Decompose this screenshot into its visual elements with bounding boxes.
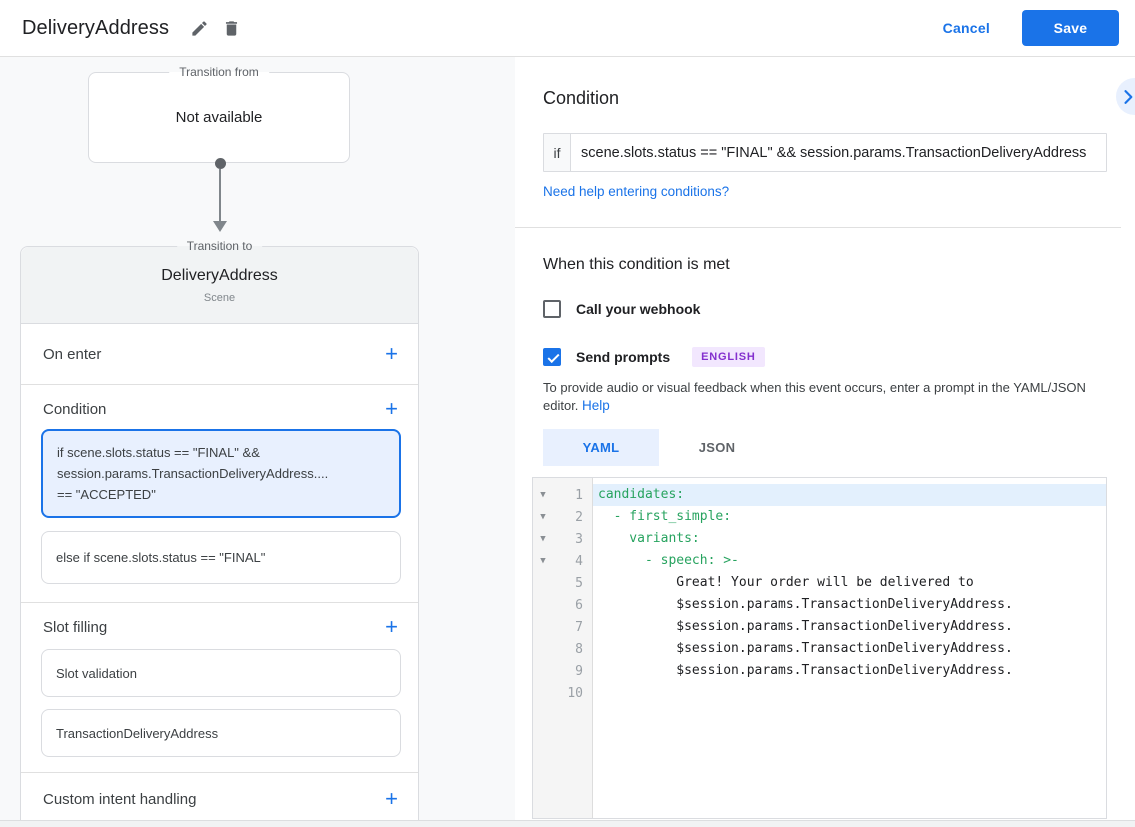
- condition-met-title: When this condition is met: [543, 256, 730, 273]
- fold-arrow-icon[interactable]: ▼: [540, 556, 546, 566]
- on-enter-row[interactable]: On enter +: [21, 324, 418, 384]
- gutter-line: 7: [533, 616, 592, 638]
- if-prefix: if: [544, 134, 571, 171]
- code-line[interactable]: Great! Your order will be delivered to: [598, 575, 974, 590]
- code-line[interactable]: candidates:: [593, 484, 1106, 506]
- flow-panel: Transition from Not available Transition…: [0, 57, 515, 827]
- gutter-line: ▼2: [533, 506, 592, 528]
- gutter-line: 6: [533, 594, 592, 616]
- line-number: 5: [575, 575, 583, 591]
- condition-expression-input[interactable]: scene.slots.status == "FINAL" && session…: [581, 144, 1087, 161]
- slot-validation-item[interactable]: Slot validation: [41, 649, 401, 697]
- line-number: 10: [567, 685, 583, 701]
- call-webhook-label: Call your webhook: [576, 301, 701, 317]
- condition-section: Condition + if scene.slots.status == "FI…: [21, 384, 418, 602]
- line-number: 1: [575, 487, 583, 503]
- help-link[interactable]: Help: [582, 398, 610, 413]
- add-custom-intent-button[interactable]: +: [381, 788, 402, 810]
- delete-scene-button[interactable]: [215, 12, 247, 44]
- fold-arrow-icon[interactable]: ▼: [540, 490, 546, 500]
- add-on-enter-button[interactable]: +: [381, 343, 402, 365]
- code-line[interactable]: variants:: [598, 531, 700, 546]
- code-line[interactable]: [593, 682, 1106, 704]
- call-webhook-checkbox[interactable]: [543, 300, 561, 318]
- condition-expression-row: if scene.slots.status == "FINAL" && sess…: [543, 133, 1107, 172]
- save-button[interactable]: Save: [1022, 10, 1119, 46]
- gutter-line: ▼4: [533, 550, 592, 572]
- scene-card-header: DeliveryAddress Scene: [21, 247, 418, 324]
- gutter-line: ▼1: [533, 484, 592, 506]
- section-divider: [515, 227, 1121, 228]
- bottom-strip: [0, 820, 1135, 827]
- prompt-description-text: To provide audio or visual feedback when…: [543, 380, 1086, 413]
- trash-icon: [222, 19, 241, 38]
- condition-panel-title: Condition: [543, 88, 620, 108]
- gutter-line: 8: [533, 638, 592, 660]
- fold-arrow-icon[interactable]: ▼: [540, 534, 546, 544]
- fold-arrow-icon[interactable]: ▼: [540, 512, 546, 522]
- transition-to-label: Transition to: [176, 239, 263, 253]
- transition-arrow: [213, 158, 227, 232]
- editor-tabs: YAML JSON: [543, 429, 1121, 466]
- tab-json[interactable]: JSON: [698, 440, 736, 455]
- line-number: 9: [575, 663, 583, 679]
- prompt-description: To provide audio or visual feedback when…: [543, 379, 1098, 415]
- code-line[interactable]: $session.params.TransactionDeliveryAddre…: [598, 619, 1013, 634]
- add-slot-button[interactable]: +: [381, 616, 402, 638]
- send-prompts-label: Send prompts: [576, 349, 671, 365]
- slot-filling-label: Slot filling: [43, 618, 108, 636]
- condition-detail-panel: Condition if scene.slots.status == "FINA…: [515, 57, 1135, 827]
- transition-from-label: Transition from: [169, 65, 269, 79]
- top-bar: DeliveryAddress Cancel Save: [0, 0, 1135, 57]
- line-number: 8: [575, 641, 583, 657]
- line-number: 2: [575, 509, 583, 525]
- arrow-line: [219, 169, 221, 221]
- custom-intent-row[interactable]: Custom intent handling +: [21, 772, 418, 825]
- scene-card: Transition to DeliveryAddress Scene On e…: [20, 239, 419, 825]
- code-line[interactable]: $session.params.TransactionDeliveryAddre…: [598, 597, 1013, 612]
- slot-filling-section: Slot filling + Slot validation Transacti…: [21, 602, 418, 772]
- send-prompts-row[interactable]: Send prompts ENGLISH: [543, 347, 765, 367]
- code-line[interactable]: $session.params.TransactionDeliveryAddre…: [598, 641, 1013, 656]
- line-number: 4: [575, 553, 583, 569]
- arrow-head-icon: [213, 221, 227, 232]
- code-line[interactable]: $session.params.TransactionDeliveryAddre…: [598, 663, 1013, 678]
- condition-item-else[interactable]: else if scene.slots.status == "FINAL": [41, 531, 401, 584]
- line-number: 3: [575, 531, 583, 547]
- add-condition-button[interactable]: +: [381, 398, 402, 420]
- chevron-right-icon: [1118, 87, 1135, 107]
- custom-intent-label: Custom intent handling: [43, 790, 197, 808]
- scene-type: Scene: [203, 292, 236, 304]
- condition-help-link[interactable]: Need help entering conditions?: [543, 184, 730, 199]
- line-number: 7: [575, 619, 583, 635]
- condition-item-selected[interactable]: if scene.slots.status == "FINAL" && sess…: [41, 429, 401, 518]
- cancel-button[interactable]: Cancel: [942, 20, 990, 36]
- arrow-origin-dot: [214, 158, 226, 169]
- code-line[interactable]: - first_simple:: [598, 509, 732, 524]
- gutter-line: 10: [533, 682, 592, 704]
- slot-transaction-delivery-address-item[interactable]: TransactionDeliveryAddress: [41, 709, 401, 757]
- on-enter-label: On enter: [43, 345, 102, 363]
- editor-code-area[interactable]: candidates: - first_simple: variants: - …: [593, 478, 1106, 818]
- edit-scene-button[interactable]: [183, 12, 215, 44]
- scene-name: DeliveryAddress: [161, 267, 278, 284]
- send-prompts-checkbox[interactable]: [543, 348, 561, 366]
- gutter-line: 9: [533, 660, 592, 682]
- gutter-line: 5: [533, 572, 592, 594]
- language-badge: ENGLISH: [692, 347, 765, 367]
- pencil-icon: [190, 19, 209, 38]
- code-line[interactable]: - speech: >-: [598, 553, 739, 568]
- transition-from-box: Transition from Not available: [88, 65, 350, 163]
- tab-yaml[interactable]: YAML: [543, 429, 659, 466]
- condition-section-label: Condition: [43, 400, 107, 418]
- gutter-line: ▼3: [533, 528, 592, 550]
- transition-from-value: Not available: [175, 109, 263, 126]
- collapse-panel-button[interactable]: [1116, 78, 1135, 115]
- line-number: 6: [575, 597, 583, 613]
- page-title: DeliveryAddress: [22, 16, 170, 39]
- call-webhook-row[interactable]: Call your webhook: [543, 300, 700, 318]
